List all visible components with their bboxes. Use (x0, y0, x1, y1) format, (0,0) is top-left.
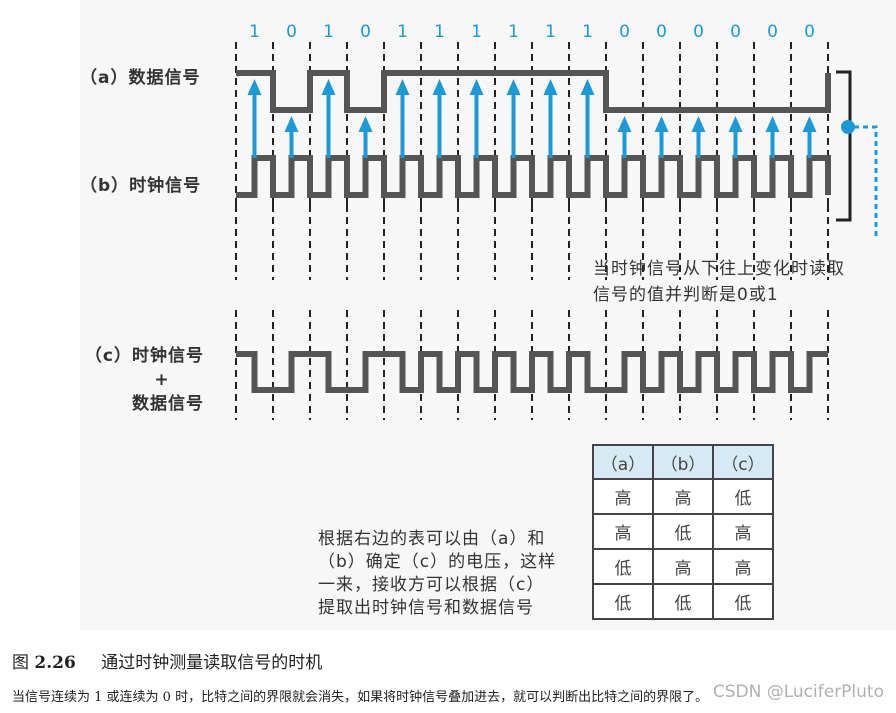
table-cell: 低 (652, 583, 714, 620)
bit-label: 1 (434, 22, 445, 42)
bit-label: 0 (730, 22, 741, 42)
bit-label: 0 (360, 22, 371, 42)
bit-label: 0 (767, 22, 778, 42)
header-c: （c） (712, 444, 774, 480)
rising-edge-note: 当时钟信号从下往上变化时读取 信号的值并判断是0或1 (593, 256, 845, 308)
bit-label: 0 (693, 22, 704, 42)
bit-label: 0 (804, 22, 815, 42)
table-row: 低 高 高 (592, 548, 774, 585)
table-row: 高 高 低 (592, 478, 774, 515)
bit-label: 1 (323, 22, 334, 42)
arrow-head-icon (432, 79, 447, 95)
table-cell: 高 (652, 478, 714, 515)
label-data-signal: （a）数据信号 (80, 68, 201, 88)
bit-label: 1 (508, 22, 519, 42)
table-cell: 高 (712, 513, 774, 550)
arrow-head-icon (580, 79, 595, 95)
table-cell: 低 (712, 583, 774, 620)
table-cell: 低 (652, 513, 714, 550)
bit-label: 1 (249, 22, 260, 42)
arrow-head-icon (617, 116, 632, 132)
caption-title: 通过时钟测量读取信号的时机 (101, 653, 323, 673)
timing-diagram: 1 0 1 0 1 1 1 1 1 1 0 0 0 0 0 0 (235, 22, 878, 420)
bit-label: 0 (286, 22, 297, 42)
table-row: 高 低 高 (592, 513, 774, 550)
arrow-head-icon (321, 79, 336, 95)
arrow-head-icon (691, 116, 706, 132)
rising-edge-note-line1: 当时钟信号从下往上变化时读取 (593, 259, 845, 279)
table-cell: 低 (712, 478, 774, 515)
arrow-head-icon (247, 79, 262, 95)
bracket-icon (836, 70, 852, 222)
table-row: 低 低 低 (592, 583, 774, 620)
arrow-head-icon (654, 116, 669, 132)
arrow-head-icon (395, 79, 410, 95)
table-explanation-note: 根据右边的表可以由（a）和 （b）确定（c）的电压，这样 一来，接收方可以根据（… (318, 528, 556, 620)
figure-caption: 图 2.26 通过时钟测量读取信号的时机 (12, 648, 322, 673)
clock-signal-waveform (236, 155, 831, 198)
arrow-head-icon (358, 116, 373, 132)
callout-dot-icon (841, 120, 855, 134)
arrow-head-icon (469, 79, 484, 95)
table-note-line4: 提取出时钟信号和数据信号 (318, 598, 534, 618)
table-cell: 高 (592, 513, 654, 550)
body-paragraph: 当信号连续为 1 或连续为 0 时，比特之间的界限就会消失，如果将时钟信号叠加进… (12, 690, 709, 705)
combined-signal-waveform (236, 351, 828, 393)
arrow-head-icon (506, 79, 521, 95)
arrow-head-icon (543, 79, 558, 95)
rising-edge-note-line2: 信号的值并判断是0或1 (593, 285, 779, 305)
label-combined-line1: （c）时钟信号 (84, 346, 204, 366)
arrow-head-icon (802, 116, 817, 132)
header-a: （a） (592, 444, 654, 480)
bit-label: 1 (397, 22, 408, 42)
table-cell: 低 (592, 548, 654, 585)
arrow-head-icon (284, 116, 299, 132)
label-combined-line3: 数据信号 (132, 394, 204, 414)
table-cell: 高 (712, 548, 774, 585)
bit-label: 0 (656, 22, 667, 42)
table-cell: 低 (592, 583, 654, 620)
caption-number: 2.26 (34, 653, 76, 673)
watermark: CSDN @LuciferPluto (712, 682, 884, 702)
table-note-line2: （b）确定（c）的电压，这样 (318, 552, 557, 572)
bit-label: 1 (471, 22, 482, 42)
caption-prefix: 图 (12, 653, 29, 673)
callout-dashed-line (854, 125, 878, 240)
bit-label: 0 (619, 22, 630, 42)
truth-table-header-row: （a） （b） （c） (592, 444, 774, 480)
label-combined-signal: （c）时钟信号 + 数据信号 (80, 344, 204, 416)
table-note-line1: 根据右边的表可以由（a）和 (318, 529, 546, 549)
bit-label: 1 (582, 22, 593, 42)
table-cell: 高 (652, 548, 714, 585)
label-clock-signal: （b）时钟信号 (80, 176, 202, 196)
bit-label: 1 (545, 22, 556, 42)
header-b: （b） (652, 444, 714, 480)
data-signal-waveform (236, 70, 831, 113)
table-cell: 高 (592, 478, 654, 515)
arrow-head-icon (728, 116, 743, 132)
arrow-head-icon (765, 116, 780, 132)
label-combined-plus: + (154, 370, 170, 390)
truth-table: （a） （b） （c） 高 高 低 高 低 高 低 高 高 低 低 低 (592, 444, 774, 620)
table-note-line3: 一来，接收方可以根据（c） (318, 575, 545, 595)
